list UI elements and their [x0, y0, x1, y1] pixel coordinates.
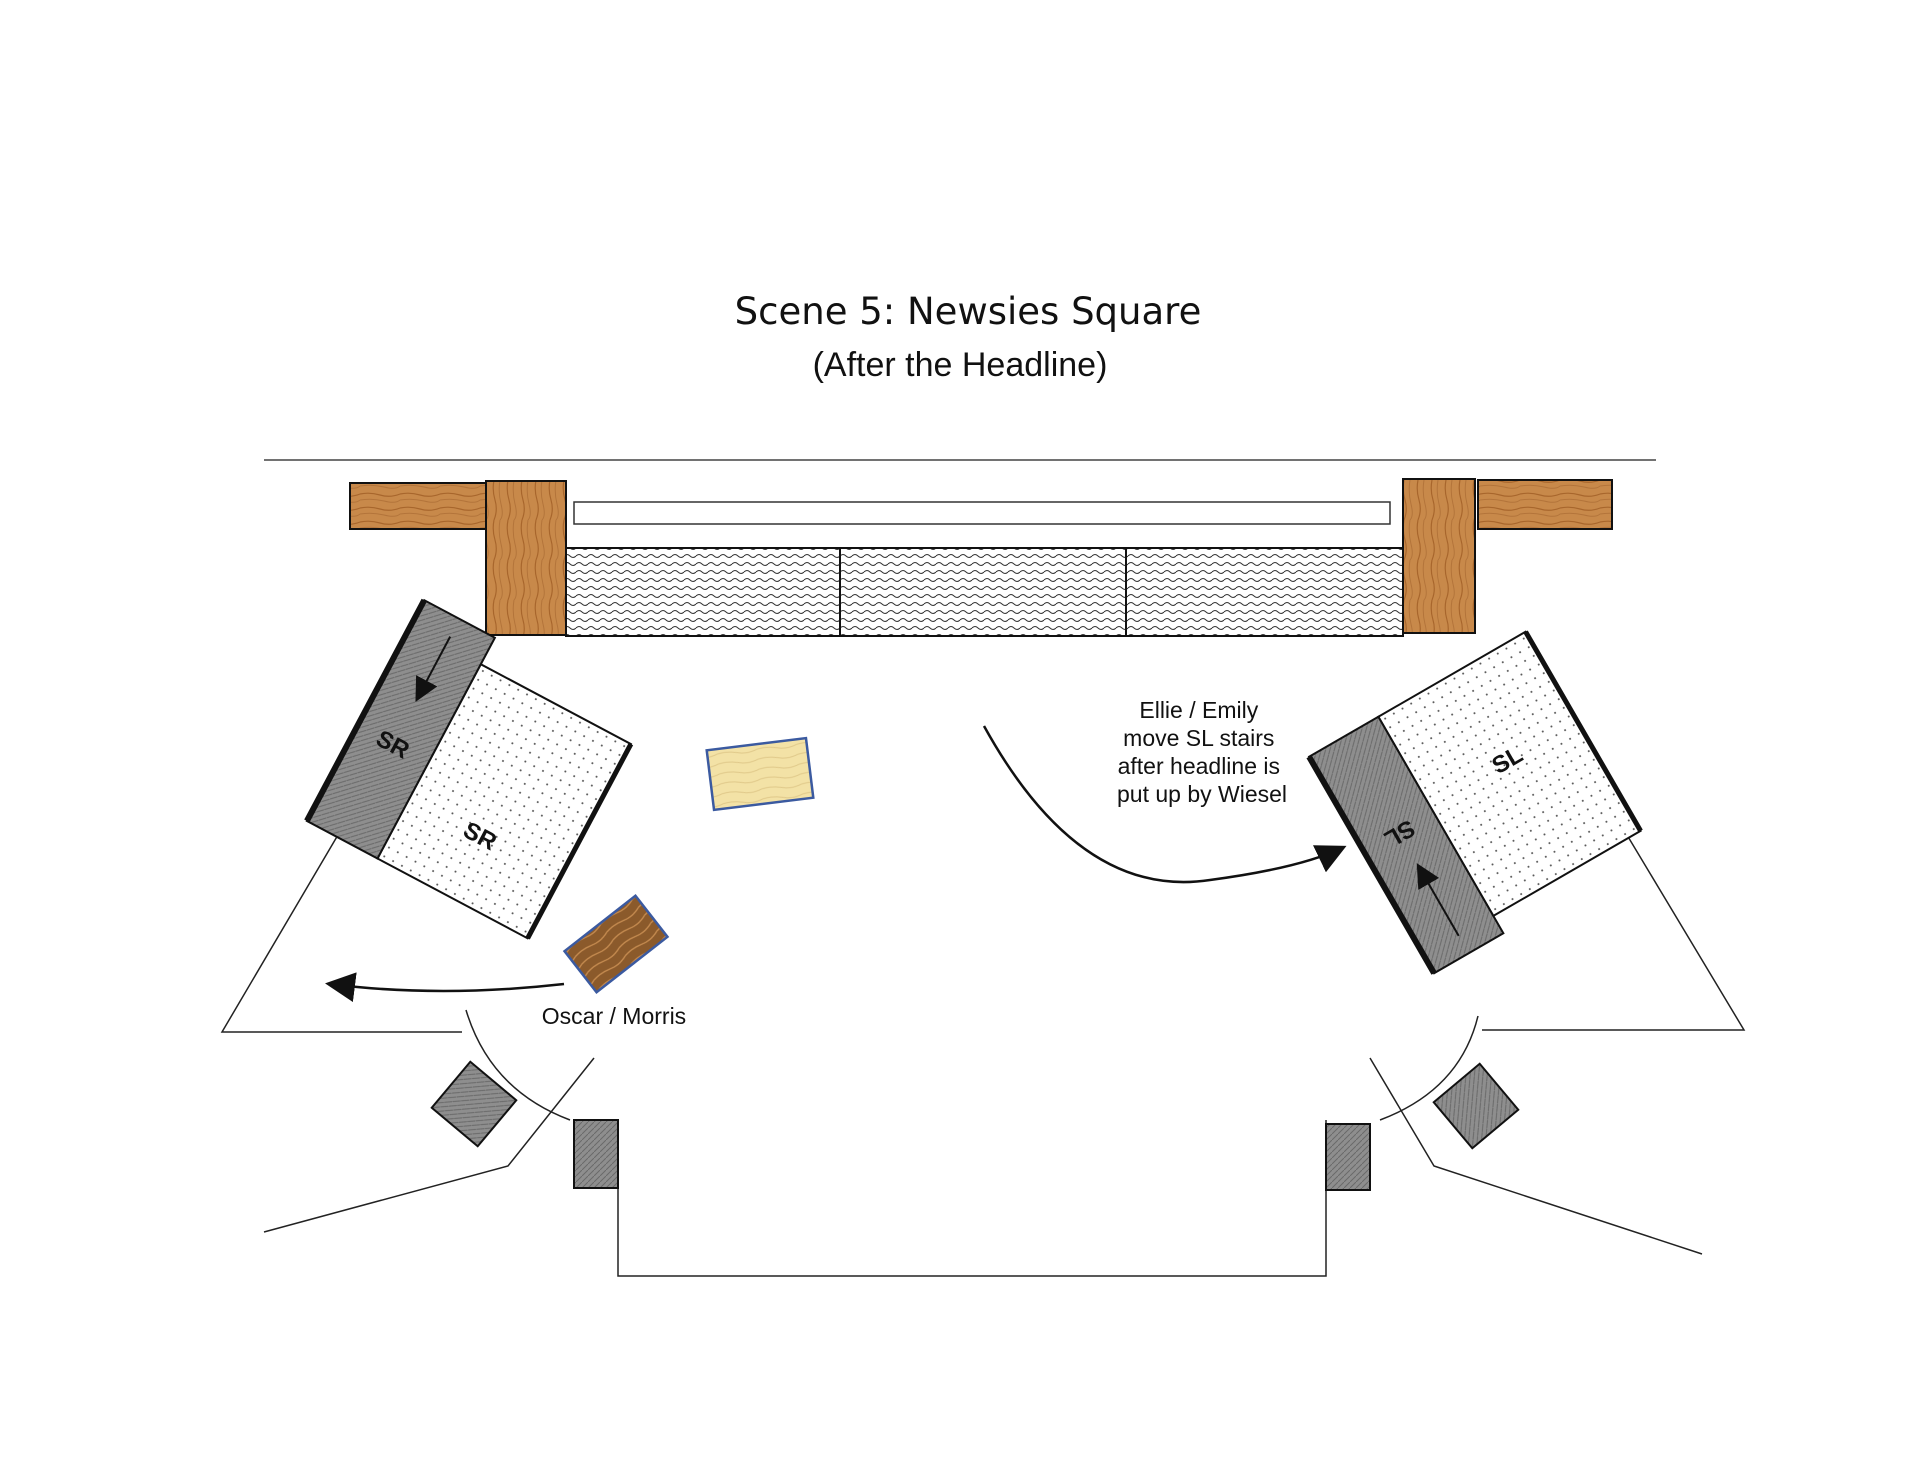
sl-move-note-line: put up by Wiesel [1117, 781, 1287, 807]
house-line-right [1369, 1057, 1703, 1255]
house-line-left [263, 1057, 595, 1233]
sl-move-arrow [982, 725, 1347, 884]
arc-left [465, 1009, 571, 1121]
sr-platform-edge [525, 742, 634, 940]
gray-block-right-angled [1432, 1062, 1520, 1150]
sr-stair-edge [304, 598, 427, 823]
gray-block-right [1325, 1123, 1371, 1191]
gray-block-left-angled [430, 1060, 518, 1148]
headline-bar [573, 501, 1391, 525]
wood-beam-right [1477, 479, 1613, 530]
upstage-platform-center [839, 547, 1127, 637]
wood-beam-left [349, 482, 487, 530]
apron-outline [617, 1120, 1327, 1277]
wood-pillar-left [485, 480, 567, 636]
sr-move-note: Oscar / Morris [542, 1003, 686, 1029]
sr-unit: SR SR [304, 598, 634, 940]
arc-right [1379, 1015, 1479, 1121]
sl-move-note-line: Ellie / Emily [1139, 697, 1258, 723]
upstage-platform-right [1125, 547, 1404, 637]
sl-platform-edge [1523, 630, 1643, 833]
diagram-subtitle: (After the Headline) [813, 346, 1108, 384]
sl-move-note: Ellie / Emily move SL stairs after headl… [1117, 697, 1287, 807]
sl-stair-arrow [1416, 863, 1460, 937]
crate-light-wood [705, 736, 815, 812]
gray-block-left [573, 1119, 619, 1189]
sl-unit: SL SL [1306, 630, 1643, 975]
sl-stair-edge [1306, 755, 1437, 975]
sl-move-note-line: move SL stairs [1123, 725, 1274, 751]
upstage-platform-left [565, 547, 841, 637]
sl-move-note-line: after headline is [1118, 753, 1280, 779]
wood-pillar-right [1402, 478, 1476, 634]
sr-stair-arrow [415, 636, 452, 702]
sr-move-arrow [325, 972, 565, 1003]
diagram-title: Scene 5: Newsies Square [735, 290, 1202, 333]
crate-dark-wood [562, 894, 670, 994]
